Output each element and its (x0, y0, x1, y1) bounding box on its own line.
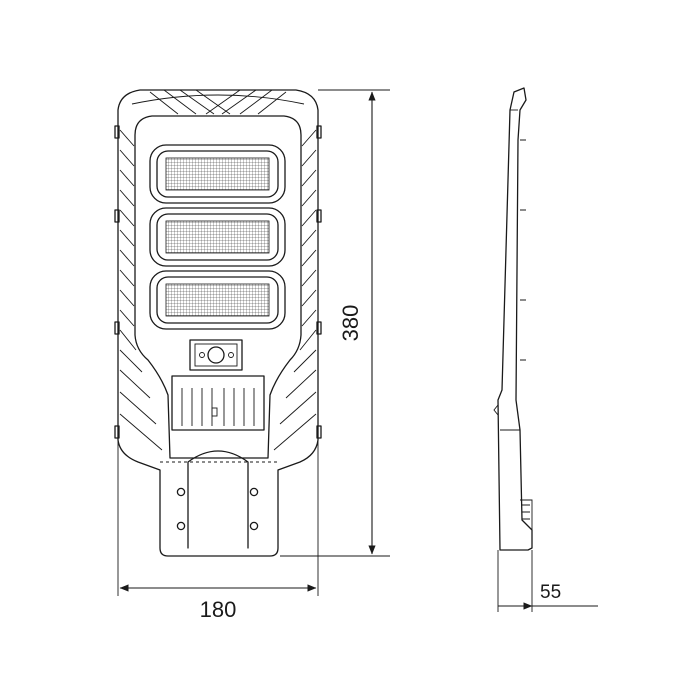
battery-vent-fins (171, 375, 265, 431)
inner-body-outline (134, 115, 302, 459)
mount-hole-1 (176, 487, 186, 497)
dimension-height: 380 (280, 89, 390, 557)
mount-hole-2 (249, 487, 259, 497)
led-panel-3 (149, 270, 286, 330)
width-label: 180 (200, 597, 237, 622)
dimension-depth: 55 (497, 550, 598, 612)
side-view (493, 87, 533, 551)
mount-hole-4 (249, 521, 259, 531)
motion-sensor-module (189, 339, 243, 371)
led-panel-2 (149, 207, 286, 267)
depth-label: 55 (540, 582, 561, 603)
side-profile-outline (497, 87, 533, 551)
right-side-ribs (273, 125, 322, 451)
dimension-width: 180 (117, 440, 319, 622)
top-crown-ribs (131, 89, 305, 115)
mounting-bracket (160, 450, 278, 549)
left-side-ribs (114, 125, 163, 451)
housing-outline (117, 89, 319, 557)
mount-hole-3 (176, 521, 186, 531)
led-panel-1 (149, 144, 286, 204)
height-label: 380 (338, 305, 363, 342)
front-view (114, 89, 322, 557)
